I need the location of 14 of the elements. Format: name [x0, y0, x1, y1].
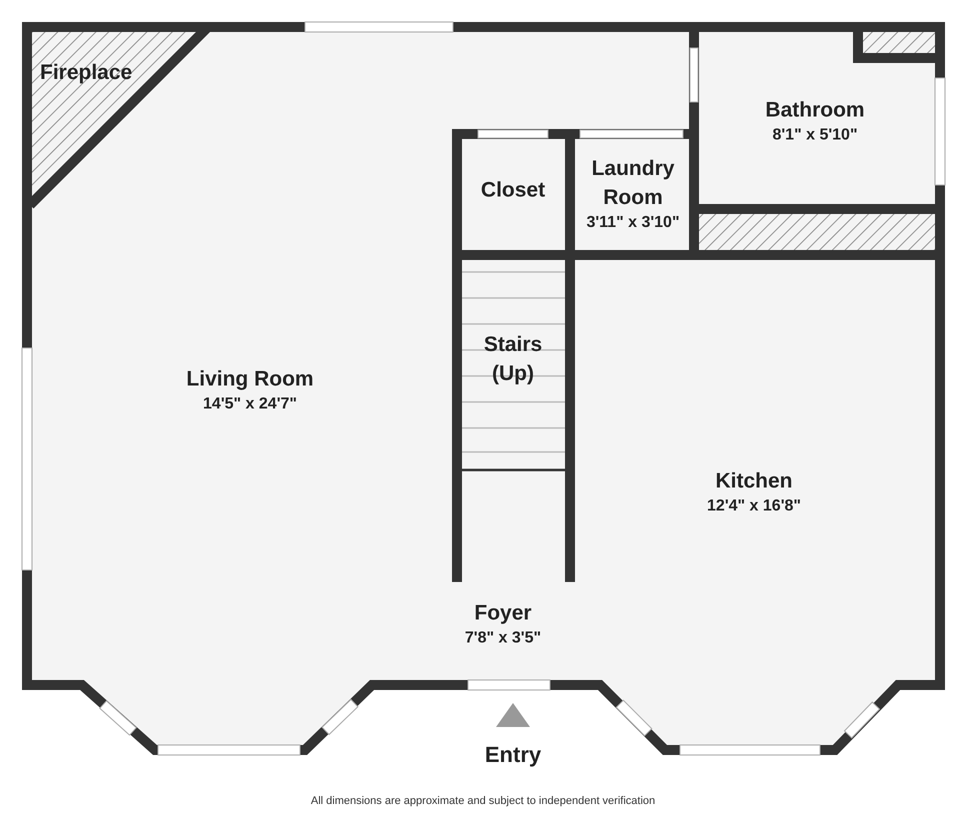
room-name: Foyer: [473, 600, 533, 626]
room-name: Bathroom: [764, 98, 866, 124]
room-name: Closet: [480, 178, 546, 204]
room-dimensions: 14'5" x 24'7": [202, 394, 298, 414]
disclaimer-caption: All dimensions are approximate and subject to independent verification: [310, 795, 656, 807]
room-dimensions: 3'11" x 3'10": [585, 213, 681, 233]
room-name: Laundry Room: [590, 156, 676, 211]
room-name: Stairs (Up): [482, 332, 544, 387]
room-name: Kitchen: [714, 468, 794, 494]
room-dimensions: 7'8" x 3'5": [464, 628, 542, 648]
room-dimensions: 12'4" x 16'8": [706, 496, 802, 516]
room-dimensions: 8'1" x 5'10": [771, 126, 859, 146]
room-name: Living Room: [185, 366, 315, 392]
entry-label: Entry: [484, 742, 542, 768]
